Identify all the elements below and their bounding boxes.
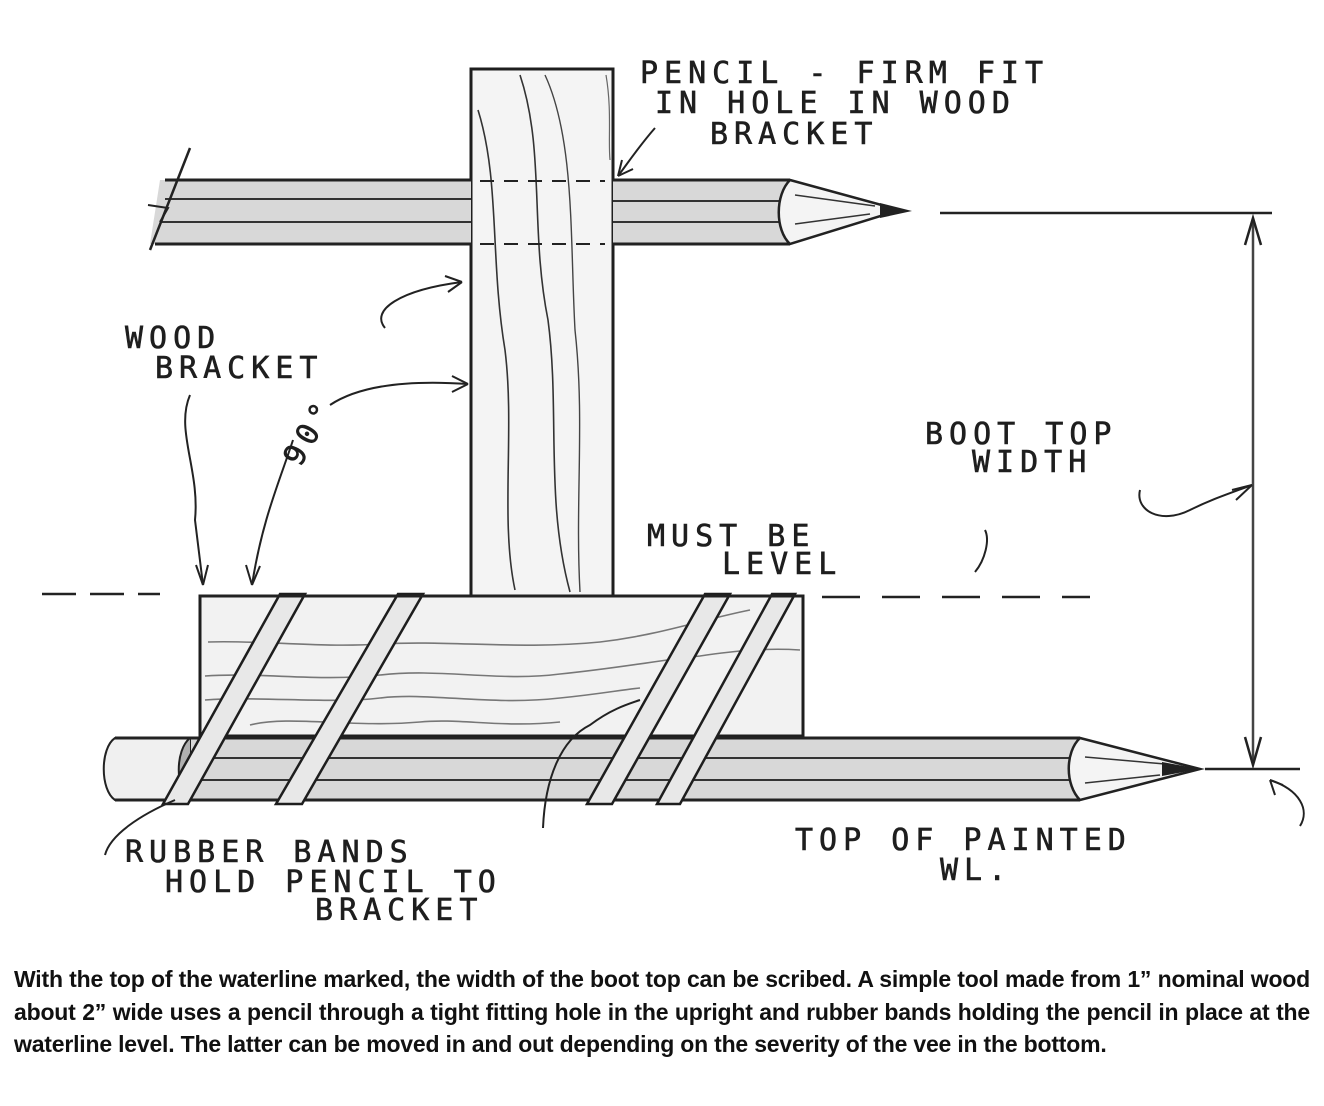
svg-text:TOP OF PAINTED: TOP OF PAINTED [795, 823, 1132, 858]
rubber-bands [160, 592, 798, 806]
svg-text:HOLD PENCIL TO: HOLD PENCIL TO [165, 865, 502, 900]
label-boot-top-width: BOOT TOP WIDTH [925, 417, 1118, 481]
lower-pencil [102, 736, 1205, 802]
svg-text:WIDTH: WIDTH [972, 445, 1092, 480]
boot-top-scriber-diagram: PENCIL - FIRM FIT IN HOLE IN WOOD BRACKE… [42, 56, 1305, 929]
svg-text:RUBBER BANDS: RUBBER BANDS [125, 835, 414, 870]
upper-pencil [147, 147, 912, 251]
svg-text:WL.: WL. [940, 853, 1012, 888]
leader-arrows [104, 127, 1305, 856]
label-must-be-level: MUST BE LEVEL [647, 519, 842, 583]
label-pencil-firm-fit: PENCIL - FIRM FIT IN HOLE IN WOOD BRACKE… [640, 56, 1049, 153]
svg-text:BOOT TOP: BOOT TOP [925, 417, 1118, 452]
upright-wood-bracket [469, 67, 615, 598]
figure-caption: With the top of the waterline marked, th… [14, 966, 1310, 1057]
label-angle-90: 90° [276, 392, 343, 473]
label-wood-bracket: WOOD BRACKET [125, 321, 323, 387]
svg-text:LEVEL: LEVEL [722, 547, 842, 582]
svg-text:90°: 90° [277, 392, 343, 472]
svg-text:PENCIL - FIRM FIT: PENCIL - FIRM FIT [640, 56, 1049, 91]
svg-text:WOOD: WOOD [125, 321, 221, 356]
label-rubber-bands: RUBBER BANDS HOLD PENCIL TO BRACKET [125, 835, 502, 929]
svg-text:BRACKET: BRACKET [155, 351, 323, 386]
boot-top-dimension [940, 211, 1300, 771]
label-top-of-painted-wl: TOP OF PAINTED WL. [795, 823, 1132, 889]
svg-text:MUST BE: MUST BE [647, 519, 815, 554]
svg-text:BRACKET: BRACKET [315, 893, 483, 928]
svg-text:IN HOLE IN WOOD: IN HOLE IN WOOD [655, 86, 1016, 121]
svg-text:BRACKET: BRACKET [710, 117, 878, 152]
level-reference-line [42, 592, 1090, 599]
